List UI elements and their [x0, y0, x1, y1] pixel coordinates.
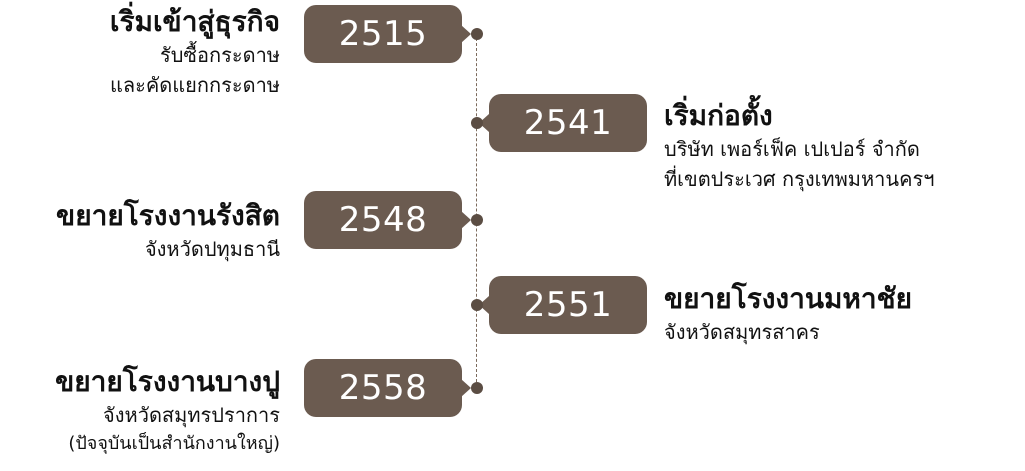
- year-badge-2551: 2551: [489, 276, 647, 334]
- badge-pointer: [479, 114, 489, 132]
- event-2548-text: ขยายโรงงานรังสิต จังหวัดปทุมธานี: [56, 198, 280, 264]
- timeline-dot: [471, 117, 483, 129]
- event-title: เริ่มเข้าสู่ธุรกิจ: [109, 5, 280, 38]
- year-badge-2548: 2548: [304, 191, 462, 249]
- timeline-dot: [471, 299, 483, 311]
- year-badge-2515: 2515: [304, 5, 462, 63]
- event-2515-text: เริ่มเข้าสู่ธุรกิจ รับซื้อกระดาษ และคัดแ…: [110, 4, 280, 100]
- badge-pointer: [461, 379, 471, 397]
- event-detail: และคัดแยกกระดาษ: [110, 73, 280, 97]
- event-note: (ปัจจุบันเป็นสำนักงานใหญ่): [68, 433, 280, 454]
- badge-pointer: [461, 211, 471, 229]
- event-2558-text: ขยายโรงงานบางปู จังหวัดสมุทรปราการ (ปัจจ…: [55, 364, 280, 458]
- event-2541-text: เริ่มก่อตั้ง บริษัท เพอร์เฟ็ค เปเปอร์ จำ…: [664, 98, 934, 194]
- event-title: ขยายโรงงานรังสิต: [56, 199, 280, 232]
- year-badge-2558: 2558: [304, 359, 462, 417]
- timeline-axis: [476, 33, 477, 387]
- event-detail: จังหวัดสมุทรปราการ: [103, 403, 280, 427]
- badge-pointer: [461, 25, 471, 43]
- event-detail: บริษัท เพอร์เฟ็ค เปเปอร์ จำกัด: [664, 137, 920, 161]
- year-badge-2541: 2541: [489, 94, 647, 152]
- event-detail: จังหวัดปทุมธานี: [144, 237, 280, 261]
- event-detail: ที่เขตประเวศ กรุงเทพมหานครฯ: [664, 167, 935, 191]
- timeline-dot: [471, 214, 483, 226]
- timeline-dot: [471, 28, 483, 40]
- event-title: เริ่มก่อตั้ง: [664, 99, 773, 132]
- event-detail: จังหวัดสมุทรสาคร: [664, 320, 820, 344]
- event-detail: รับซื้อกระดาษ: [159, 43, 280, 67]
- event-title: ขยายโรงงานมหาชัย: [664, 282, 913, 315]
- event-title: ขยายโรงงานบางปู: [55, 365, 280, 398]
- timeline-dot: [471, 382, 483, 394]
- event-2551-text: ขยายโรงงานมหาชัย จังหวัดสมุทรสาคร: [664, 281, 912, 347]
- badge-pointer: [479, 296, 489, 314]
